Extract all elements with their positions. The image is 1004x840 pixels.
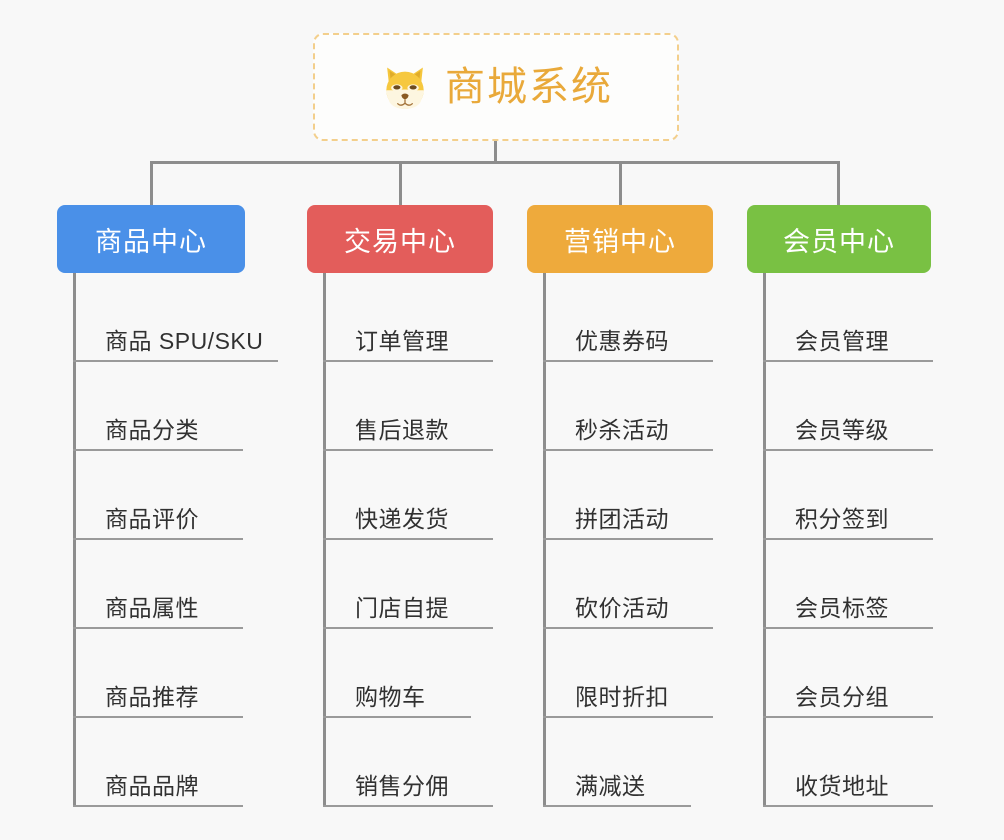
root-node[interactable]: 商城系统 <box>313 33 679 141</box>
leaf-item[interactable]: 会员标签 <box>763 540 933 629</box>
leaf-label: 快递发货 <box>355 506 449 533</box>
leaf-label: 优惠券码 <box>575 328 669 355</box>
category-label: 交易中心 <box>344 226 456 257</box>
leaf-item[interactable]: 积分签到 <box>763 451 933 540</box>
leaf-item[interactable]: 商品 SPU/SKU <box>73 273 278 362</box>
leaf-item[interactable]: 商品品牌 <box>73 718 243 807</box>
leaf-label: 会员分组 <box>795 684 889 711</box>
leaf-item[interactable]: 商品推荐 <box>73 629 243 718</box>
leaf-item[interactable]: 商品属性 <box>73 540 243 629</box>
branch-trade-center: 订单管理售后退款快递发货门店自提购物车销售分佣 <box>323 273 553 807</box>
leaf-item[interactable]: 会员等级 <box>763 362 933 451</box>
connector-drop-product-center <box>150 161 153 207</box>
connector-root-stem <box>494 141 497 164</box>
leaf-label: 会员标签 <box>795 595 889 622</box>
leaf-item[interactable]: 销售分佣 <box>323 718 493 807</box>
leaf-label: 会员等级 <box>795 417 889 444</box>
leaf-item[interactable]: 会员分组 <box>763 629 933 718</box>
branch-spine <box>323 273 326 807</box>
leaf-item[interactable]: 收货地址 <box>763 718 933 807</box>
leaf-label: 门店自提 <box>355 595 449 622</box>
leaf-label: 砍价活动 <box>575 595 669 622</box>
leaf-item[interactable]: 购物车 <box>323 629 471 718</box>
leaf-item[interactable]: 秒杀活动 <box>543 362 713 451</box>
leaf-item[interactable]: 商品分类 <box>73 362 243 451</box>
leaf-label: 商品评价 <box>105 506 199 533</box>
leaf-label: 会员管理 <box>795 328 889 355</box>
branch-product-center: 商品 SPU/SKU 商品分类商品评价商品属性商品推荐商品品牌 <box>73 273 303 807</box>
leaf-label: 拼团活动 <box>575 506 669 533</box>
leaf-item[interactable]: 售后退款 <box>323 362 493 451</box>
leaf-label: 订单管理 <box>355 328 449 355</box>
leaf-label: 满减送 <box>575 773 646 800</box>
leaf-item[interactable]: 订单管理 <box>323 273 493 362</box>
shiba-dog-face-icon <box>379 61 431 113</box>
leaf-label: 积分签到 <box>795 506 889 533</box>
leaf-label: 商品推荐 <box>105 684 199 711</box>
category-box-product-center[interactable]: 商品中心 <box>57 205 245 273</box>
leaf-item[interactable]: 限时折扣 <box>543 629 713 718</box>
branch-member-center: 会员管理会员等级积分签到会员标签会员分组收货地址 <box>763 273 993 807</box>
leaf-label: 销售分佣 <box>355 773 449 800</box>
leaf-label: 购物车 <box>355 684 426 711</box>
leaf-item[interactable]: 会员管理 <box>763 273 933 362</box>
category-box-marketing-center[interactable]: 营销中心 <box>527 205 713 273</box>
leaf-label: 商品属性 <box>105 595 199 622</box>
leaf-item[interactable]: 快递发货 <box>323 451 493 540</box>
branch-spine <box>73 273 76 807</box>
leaf-item[interactable]: 满减送 <box>543 718 691 807</box>
leaf-item[interactable]: 商品评价 <box>73 451 243 540</box>
category-label: 营销中心 <box>564 226 676 257</box>
leaf-label: 商品品牌 <box>105 773 199 800</box>
leaf-item[interactable]: 优惠券码 <box>543 273 713 362</box>
leaf-item[interactable]: 拼团活动 <box>543 451 713 540</box>
connector-drop-member-center <box>837 161 840 207</box>
root-title: 商城系统 <box>445 65 613 109</box>
category-box-member-center[interactable]: 会员中心 <box>747 205 931 273</box>
leaf-label: 秒杀活动 <box>575 417 669 444</box>
leaf-label: 商品分类 <box>105 417 199 444</box>
category-label: 商品中心 <box>95 226 207 257</box>
leaf-label: 限时折扣 <box>575 684 669 711</box>
branch-spine <box>543 273 546 807</box>
leaf-label: 商品 SPU/SKU <box>105 328 264 355</box>
connector-drop-trade-center <box>399 161 402 207</box>
leaf-item[interactable]: 门店自提 <box>323 540 493 629</box>
leaf-item[interactable]: 砍价活动 <box>543 540 713 629</box>
connector-drop-marketing-center <box>619 161 622 207</box>
leaf-label: 售后退款 <box>355 417 449 444</box>
connector-horizontal-bus <box>151 161 838 164</box>
category-box-trade-center[interactable]: 交易中心 <box>307 205 493 273</box>
category-label: 会员中心 <box>783 226 895 257</box>
branch-marketing-center: 优惠券码秒杀活动拼团活动砍价活动限时折扣满减送 <box>543 273 773 807</box>
leaf-label: 收货地址 <box>795 773 889 800</box>
branch-spine <box>763 273 766 807</box>
